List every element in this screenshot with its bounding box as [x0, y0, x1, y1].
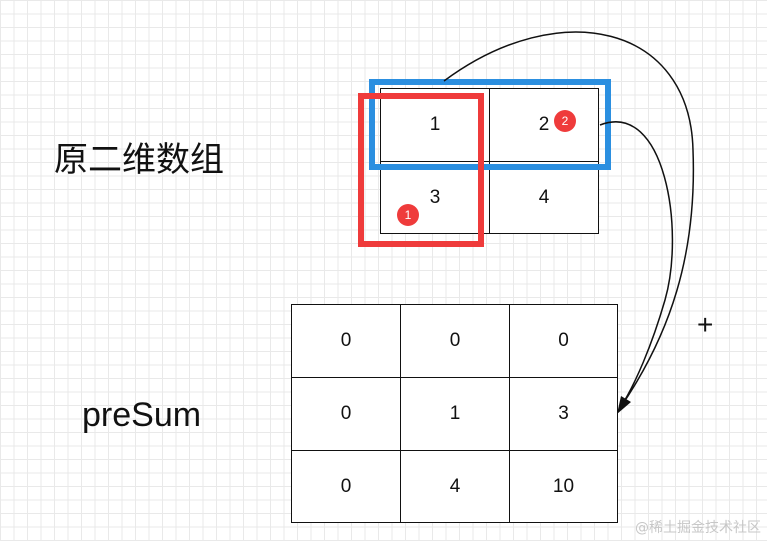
- plus-sign: +: [697, 309, 714, 340]
- presum-cell-2-0: 0: [291, 450, 401, 523]
- original-cell-1-1: 4: [489, 161, 599, 234]
- presum-cell-0-1: 0: [400, 304, 510, 378]
- arrow-head: [617, 396, 631, 414]
- presum-cell-0-0: 0: [291, 304, 401, 378]
- presum-cell-2-1: 4: [400, 450, 510, 523]
- watermark: @稀土掘金技术社区: [635, 520, 761, 536]
- original-array-label: 原二维数组: [54, 140, 224, 180]
- badge-1: 1: [397, 204, 419, 226]
- presum-label: preSum: [82, 396, 202, 434]
- badge-2: 2: [554, 110, 576, 132]
- presum-cell-1-2: 3: [509, 377, 618, 451]
- presum-cell-2-2: 10: [509, 450, 618, 523]
- red-highlight-box: [358, 93, 484, 247]
- presum-cell-1-1: 1: [400, 377, 510, 451]
- presum-cell-0-2: 0: [509, 304, 618, 378]
- presum-cell-1-0: 0: [291, 377, 401, 451]
